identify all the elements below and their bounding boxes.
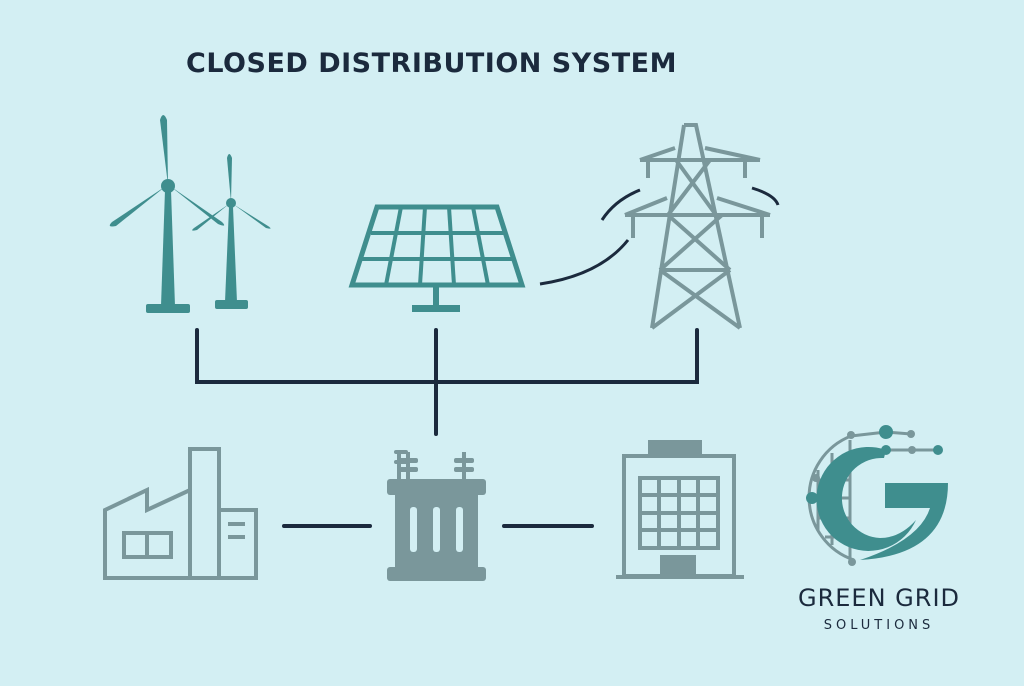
office-building-icon [616,440,744,579]
power-lines [539,186,780,286]
logo-name: GREEN GRID [797,584,960,612]
bus-connector-lines [195,328,699,528]
green-grid-logo [806,425,948,566]
page-title: CLOSED DISTRIBUTION SYSTEM [186,48,677,79]
factory-icon [103,447,258,580]
solar-panel-icon [348,204,526,312]
transmission-tower-icon [624,123,771,330]
wind-turbines-icon [109,115,271,313]
logo-tagline: SOLUTIONS [823,618,935,633]
transformer-icon [387,450,486,581]
